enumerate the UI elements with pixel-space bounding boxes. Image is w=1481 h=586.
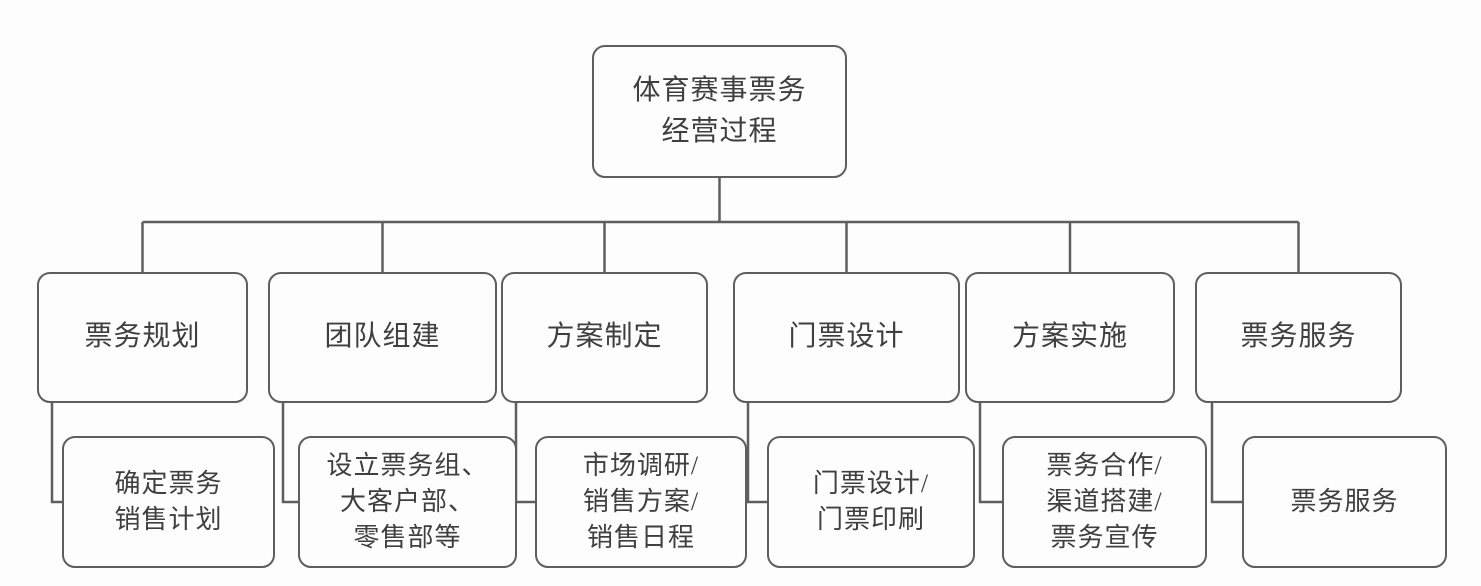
node-stage-ticketing-service: 票务服务 [1195,272,1402,403]
node-detail-departments: 设立票务组、 大客户部、 零售部等 [298,436,517,568]
node-stage-ticket-design: 门票设计 [733,272,960,403]
node-stage-plan-formulation: 方案制定 [501,272,708,403]
node-detail-research-schedule: 市场调研/ 销售方案/ 销售日程 [535,436,747,568]
node-detail-ticketing-service: 票务服务 [1242,436,1447,568]
node-stage-plan-implementation: 方案实施 [965,272,1175,403]
connector-elbow-2 [281,403,298,504]
node-detail-design-printing: 门票设计/ 门票印刷 [767,436,975,568]
connector-elbow-3 [514,403,535,504]
node-detail-cooperation-promo: 票务合作/ 渠道搭建/ 票务宣传 [1002,436,1207,568]
connector-elbow-1 [50,403,62,504]
connector-elbow-6 [1210,403,1242,504]
connector-elbow-5 [978,403,1002,504]
node-stage-ticketing-planning: 票务规划 [37,272,248,403]
connector-elbow-4 [746,403,767,504]
node-root-title: 体育赛事票务 经营过程 [592,45,847,178]
node-detail-sales-plan: 确定票务 销售计划 [62,436,275,568]
node-stage-team-building: 团队组建 [268,272,497,403]
